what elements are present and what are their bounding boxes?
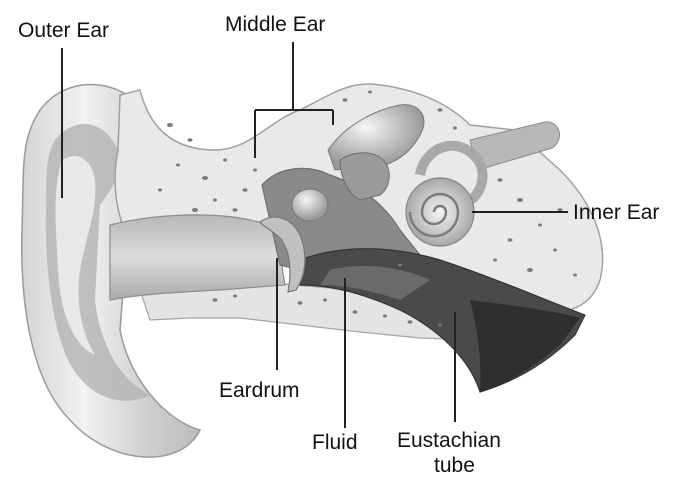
outer-ear-label: Outer Ear xyxy=(18,19,109,42)
inner-ear-label: Inner Ear xyxy=(573,201,659,224)
fluid-label: Fluid xyxy=(312,431,358,454)
ear-canal xyxy=(110,215,285,300)
eardrum-label: Eardrum xyxy=(219,379,300,402)
eustachian-label-line1: Eustachian xyxy=(397,429,501,452)
middle-ear-label: Middle Ear xyxy=(225,13,325,36)
cochlea xyxy=(406,178,474,246)
eustachian-label-line2: tube xyxy=(434,454,475,477)
